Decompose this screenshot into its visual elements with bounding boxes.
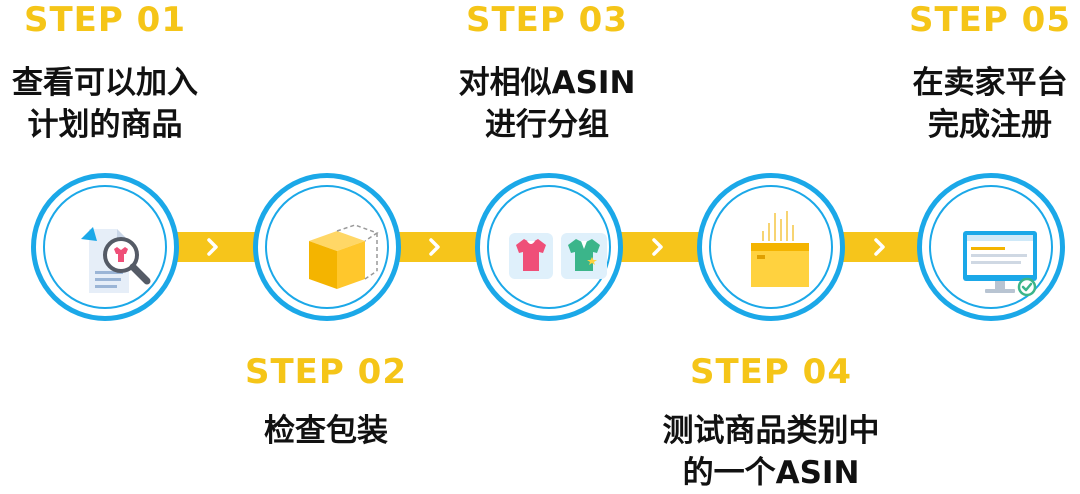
- step-2-title-line-1: 检查包装: [264, 413, 388, 449]
- step-5-circle: [917, 173, 1065, 321]
- step-2-title: 检查包装: [196, 410, 456, 452]
- step-4-title: 测试商品类别中 的一个ASIN: [641, 410, 901, 494]
- monitor-check-icon: [963, 231, 1037, 297]
- step-4-label: STEP 04: [690, 352, 852, 392]
- step-4-title-line-2: 的一个ASIN: [682, 455, 860, 491]
- chevron-right-icon: [652, 238, 663, 256]
- step-1-title-line-1: 查看可以加入: [12, 65, 198, 101]
- magnifier-document-shirt-icon: [81, 227, 151, 293]
- step-2-label: STEP 02: [245, 352, 407, 392]
- step-1-circle: [31, 173, 179, 321]
- step-5-label: STEP 05: [909, 0, 1071, 40]
- step-4-circle: [697, 173, 845, 321]
- step-1-title: 查看可以加入 计划的商品: [0, 62, 235, 146]
- step-3-circle: [475, 173, 623, 321]
- shirts-group-icon: [509, 233, 607, 279]
- step-1-title-line-2: 计划的商品: [27, 107, 183, 143]
- step-3-label: STEP 03: [466, 0, 628, 40]
- glowing-box-icon: [751, 211, 809, 287]
- step-1-label: STEP 01: [24, 0, 186, 40]
- chevron-right-icon: [874, 238, 885, 256]
- step-5-title-line-1: 在卖家平台: [912, 65, 1068, 101]
- step-4-title-line-1: 测试商品类别中: [662, 413, 880, 449]
- chevron-right-icon: [429, 238, 440, 256]
- step-2-circle: [253, 173, 401, 321]
- chevron-right-icon: [207, 238, 218, 256]
- step-3-title-line-1: 对相似ASIN: [458, 65, 636, 101]
- step-3-title: 对相似ASIN 进行分组: [417, 62, 677, 146]
- step-5-title-line-2: 完成注册: [928, 107, 1052, 143]
- box-icon: [309, 224, 379, 289]
- step-3-title-line-2: 进行分组: [485, 107, 609, 143]
- step-5-title: 在卖家平台 完成注册: [860, 62, 1080, 146]
